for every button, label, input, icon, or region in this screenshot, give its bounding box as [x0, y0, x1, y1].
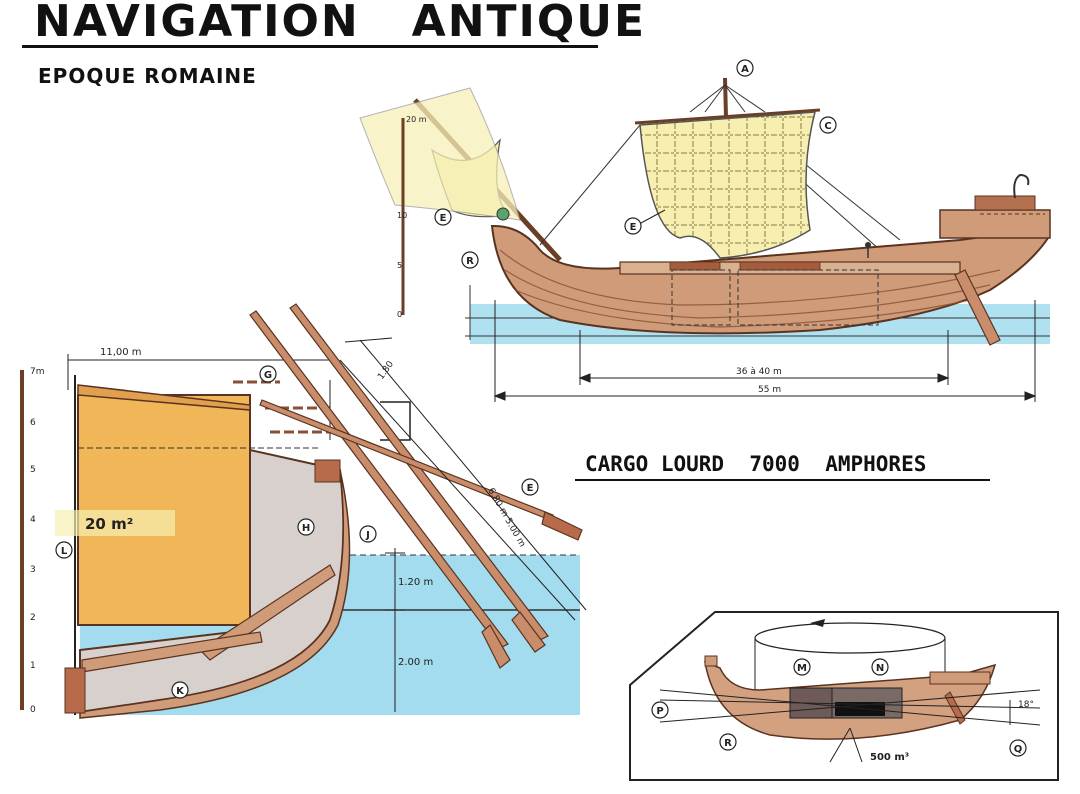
- hull: [490, 224, 1049, 335]
- svg-text:E: E: [527, 483, 534, 494]
- height-scale-label: 6: [30, 418, 36, 428]
- stability-inset: 500 m³ 18° M N P R Q: [629, 611, 1059, 781]
- callout-l: L: [55, 541, 73, 559]
- oars: [249, 303, 583, 669]
- svg-text:K: K: [176, 686, 185, 697]
- svg-text:R: R: [466, 256, 474, 267]
- callout-g: G: [259, 365, 277, 383]
- hull-width-label: 11,00 m: [100, 347, 142, 358]
- callout-m: M: [793, 658, 811, 676]
- page-title: NAVIGATION ANTIQUE: [34, 0, 647, 47]
- callout-r-ship: R: [461, 251, 479, 269]
- height-scale-label: 3: [30, 565, 36, 575]
- callout-k: K: [171, 681, 189, 699]
- main-sail: [639, 111, 816, 259]
- height-scale-label: 4: [30, 515, 36, 525]
- height-scale-label: 0: [30, 705, 36, 715]
- callout-q: Q: [1009, 739, 1027, 757]
- svg-text:N: N: [876, 663, 884, 674]
- yard: [634, 108, 821, 125]
- height-scale-label: 2: [30, 613, 36, 623]
- mast-scale-label: 5: [397, 261, 402, 270]
- cargo-underline: [575, 479, 990, 481]
- callout-p: P: [651, 701, 669, 719]
- draft-upper-label: 1.20 m: [398, 577, 433, 588]
- callout-e-oar: E: [521, 478, 539, 496]
- callout-a: A: [736, 59, 754, 77]
- callout-r-inset: R: [719, 733, 737, 751]
- svg-text:J: J: [365, 530, 370, 541]
- svg-text:E: E: [440, 213, 447, 224]
- svg-text:A: A: [741, 64, 749, 75]
- callout-n: N: [871, 658, 889, 676]
- svg-text:C: C: [824, 121, 831, 132]
- callout-e-main: E: [624, 209, 666, 235]
- sail-area-label: 20 m²: [85, 515, 133, 533]
- svg-text:L: L: [61, 546, 68, 557]
- keel-length-label: 36 à 40 m: [736, 367, 782, 377]
- mast-scale-label: 20 m: [406, 115, 427, 124]
- overall-length-label: 55 m: [758, 385, 781, 395]
- angle-label: 18°: [1018, 700, 1034, 710]
- svg-text:Q: Q: [1014, 744, 1023, 755]
- height-scale-label: 1: [30, 661, 36, 671]
- ship-side-view: 20 m 10 5 0: [359, 59, 1051, 402]
- svg-text:E: E: [630, 222, 637, 233]
- callout-j: J: [359, 525, 377, 543]
- height-scale-label: 5: [30, 465, 36, 475]
- length-dimensions: [493, 300, 1037, 402]
- svg-text:P: P: [656, 706, 663, 717]
- draft-lower-label: 2.00 m: [398, 657, 433, 668]
- page-subtitle: EPOQUE ROMAINE: [38, 64, 257, 88]
- callout-c: C: [819, 116, 837, 134]
- callout-e-fore: E: [434, 208, 452, 226]
- svg-text:R: R: [724, 738, 732, 749]
- callout-h: H: [297, 518, 315, 536]
- steering-oar: [954, 269, 1001, 346]
- svg-text:G: G: [264, 370, 272, 381]
- volume-label: 500 m³: [870, 752, 909, 763]
- mast-scale-label: 0: [397, 310, 402, 319]
- svg-text:M: M: [797, 663, 807, 674]
- height-scale-label: 7m: [30, 367, 45, 377]
- mast-scale-label: 10: [397, 211, 407, 220]
- svg-text:H: H: [302, 523, 310, 534]
- cargo-caption: CARGO LOURD 7000 AMPHORES: [585, 452, 927, 476]
- hull-cross-section: 7m 6 5 4 3 2 1 0 11,00 m: [20, 303, 587, 719]
- title-underline: [22, 45, 598, 48]
